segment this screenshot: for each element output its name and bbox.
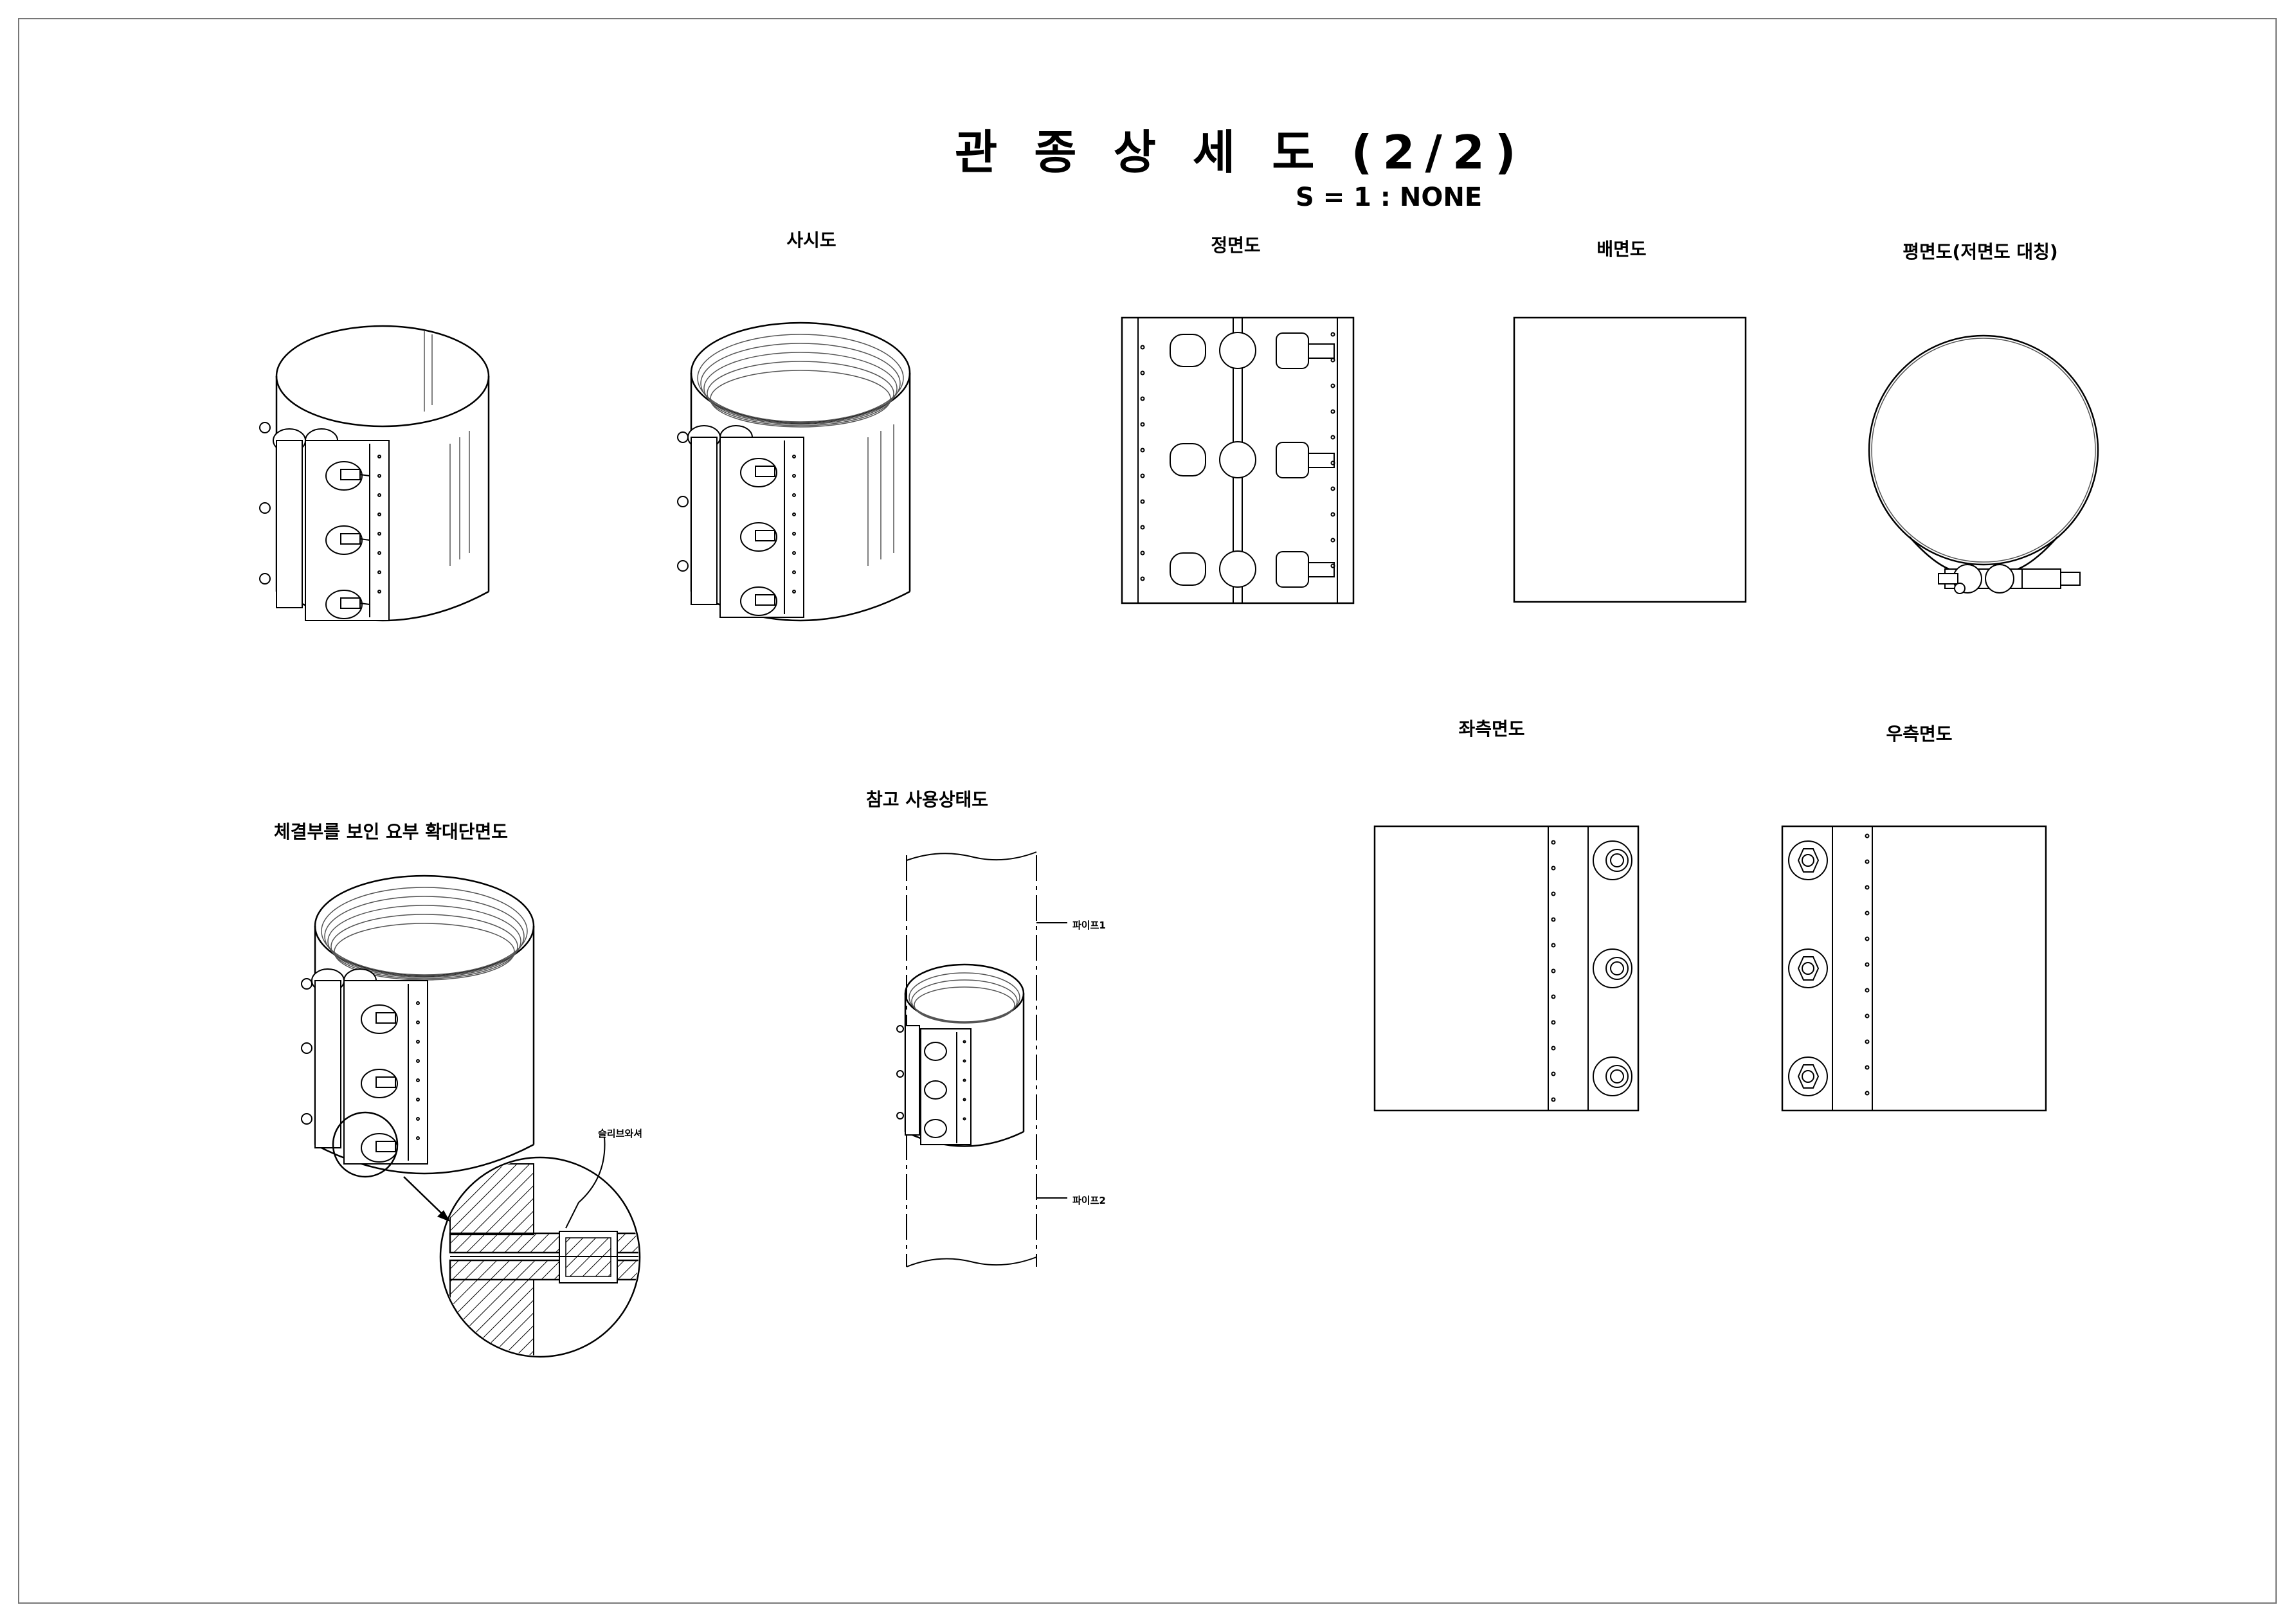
detail-coupling-drawing [301,875,535,1222]
front-bolt-row-2 [1170,441,1335,478]
left-side-view-drawing [1373,825,1640,1112]
detail-arrow [437,1210,450,1222]
left-bolt-3 [1593,1056,1632,1096]
back-view-drawing [1513,316,1747,603]
label-isometric: 사시도 [786,230,836,251]
label-front-view: 정면도 [1211,235,1261,256]
enlarged-section-drawing [439,1136,641,1358]
right-bolt-2 [1788,948,1828,988]
label-right-side-view: 우측면도 [1886,723,1953,745]
left-bolt-1 [1593,840,1632,880]
bolt-2 [259,502,370,555]
flange-plate [273,428,390,621]
label-back-view: 배면도 [1596,239,1647,260]
front-bolt-row-3 [1170,550,1335,588]
callout-sleeve-washer: 슬리브와셔 [598,1128,643,1139]
plan-view-drawing [1868,334,2099,594]
scale-note: S = 1 : NONE [1296,183,1483,212]
left-bolt-2 [1593,948,1632,988]
isometric-coupling-plain [259,325,490,622]
right-side-view-drawing [1781,825,2047,1112]
label-left-side-view: 좌측면도 [1458,718,1525,739]
drawing-border [18,18,2277,1604]
reference-usage-drawing [896,851,1067,1267]
label-detail-section: 체결부를 보인 요부 확대단면도 [273,821,509,842]
front-bolt-row-1 [1170,332,1335,369]
callout-pipe-1: 파이프1 [1072,920,1106,931]
label-reference-usage: 참고 사용상태도 [865,789,989,810]
sheet-title: 관 종 상 세 도 (2/2) [955,125,1526,179]
label-plan-view: 평면도(저면도 대칭) [1903,241,2058,262]
bolt-1 [259,422,370,491]
bolt-3 [259,573,370,619]
right-bolt-1 [1788,840,1828,880]
right-bolt-3 [1788,1056,1828,1096]
isometric-coupling-grooved [677,322,911,622]
front-view-drawing [1121,316,1355,604]
rivet-row [377,455,381,594]
detail-callout-circle [332,1111,399,1178]
sleeve-washer-leader [565,1136,606,1229]
callout-pipe-2: 파이프2 [1072,1195,1106,1206]
